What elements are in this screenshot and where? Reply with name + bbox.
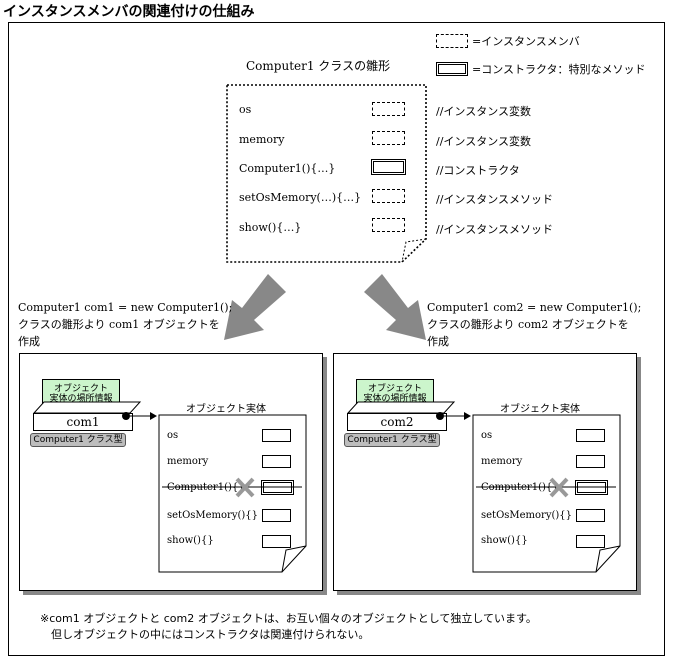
object-entity-title: オブジェクト実体 — [500, 404, 580, 415]
creation-right-line2: クラスの雛形より com2 オブジェクトを — [427, 318, 629, 331]
creation-right-description: Computer1 com2 = new Computer1(); クラスの雛形… — [427, 299, 641, 350]
member-value-box — [576, 429, 605, 442]
class-row-constructor: Computer1(){…} — [239, 162, 336, 175]
class-row-memory: memory — [239, 133, 285, 146]
member-value-box — [262, 455, 291, 468]
member-value-box — [262, 429, 291, 442]
ref-type-label: Computer1 クラス型 — [30, 433, 126, 447]
class-template-title: Computer1 クラスの雛形 — [246, 59, 391, 73]
class-row-show-comment: //インスタンスメソッド — [436, 223, 553, 236]
footnote-line1: ※com1 オブジェクトと com2 オブジェクトは、お互い個々のオブジェクトと… — [40, 612, 537, 625]
creation-left-description: Computer1 com1 = new Computer1(); クラスの雛形… — [18, 299, 232, 350]
class-row-constructor-comment: //コンストラクタ — [436, 164, 520, 177]
object-member-setosmemory: setOsMemory(){} — [167, 510, 259, 521]
legend-instance-member-label: =インスタンスメンバ — [472, 35, 580, 48]
creation-right-line1: Computer1 com2 = new Computer1(); — [427, 301, 642, 314]
member-value-box — [262, 535, 291, 548]
ref-type-label: Computer1 クラス型 — [344, 433, 440, 447]
creation-left-line3: 作成 — [18, 335, 40, 348]
object-member-show: show(){} — [167, 535, 214, 546]
member-value-box — [262, 509, 291, 522]
object-member-memory: memory — [167, 456, 209, 467]
creation-left-line2: クラスの雛形より com1 オブジェクトを — [18, 318, 220, 331]
pointer-arrow-icon — [436, 412, 471, 420]
create-arrow-left — [224, 274, 286, 340]
class-row-setosmemory: setOsMemory(…){…} — [239, 191, 362, 204]
member-value-box — [576, 455, 605, 468]
member-dashed-box — [372, 189, 405, 203]
constructor-excluded-mark — [162, 477, 302, 498]
legend-constructor-label: =コンストラクタ：特別なメソッド — [472, 63, 646, 76]
class-template-outline — [226, 84, 427, 263]
object-member-setosmemory: setOsMemory(){} — [481, 510, 573, 521]
double-box-icon — [436, 62, 468, 76]
legend-constructor: =コンストラクタ：特別なメソッド — [436, 61, 646, 77]
constructor-excluded-mark — [476, 477, 616, 498]
object-member-show: show(){} — [481, 535, 528, 546]
class-row-memory-comment: //インスタンス変数 — [436, 135, 531, 148]
class-row-show: show(){…} — [239, 221, 302, 234]
footnote: ※com1 オブジェクトと com2 オブジェクトは、お互い個々のオブジェクトと… — [40, 611, 537, 643]
class-row-setosmemory-comment: //インスタンスメソッド — [436, 193, 553, 206]
member-value-box — [576, 535, 605, 548]
member-dashed-box — [372, 102, 405, 116]
create-arrow-right — [364, 274, 426, 340]
member-value-box — [576, 509, 605, 522]
class-row-os: os — [239, 103, 252, 116]
object-member-os: os — [481, 430, 493, 441]
object-member-os: os — [167, 430, 179, 441]
object-entity-outline — [158, 414, 307, 573]
dashed-box-icon — [436, 34, 468, 48]
object-member-memory: memory — [481, 456, 523, 467]
creation-left-line1: Computer1 com1 = new Computer1(); — [18, 301, 233, 314]
page-title: インスタンスメンバの関連付けの仕組み — [3, 4, 255, 20]
creation-right-line3: 作成 — [427, 335, 449, 348]
diagram-frame — [8, 22, 665, 656]
reference-variable-com1: com1 — [33, 413, 133, 431]
constructor-double-box — [371, 159, 406, 175]
pointer-arrow-icon — [122, 412, 157, 420]
reference-variable-com2: com2 — [347, 413, 447, 431]
member-dashed-box — [372, 131, 405, 145]
member-dashed-box — [372, 218, 405, 232]
footnote-line2: 但しオブジェクトの中にはコンストラクタは関連付けられない。 — [51, 628, 370, 641]
object-entity-title: オブジェクト実体 — [186, 404, 266, 415]
object-entity-outline — [472, 414, 621, 573]
class-row-os-comment: //インスタンス変数 — [436, 105, 531, 118]
legend-instance-member: =インスタンスメンバ — [436, 33, 580, 49]
